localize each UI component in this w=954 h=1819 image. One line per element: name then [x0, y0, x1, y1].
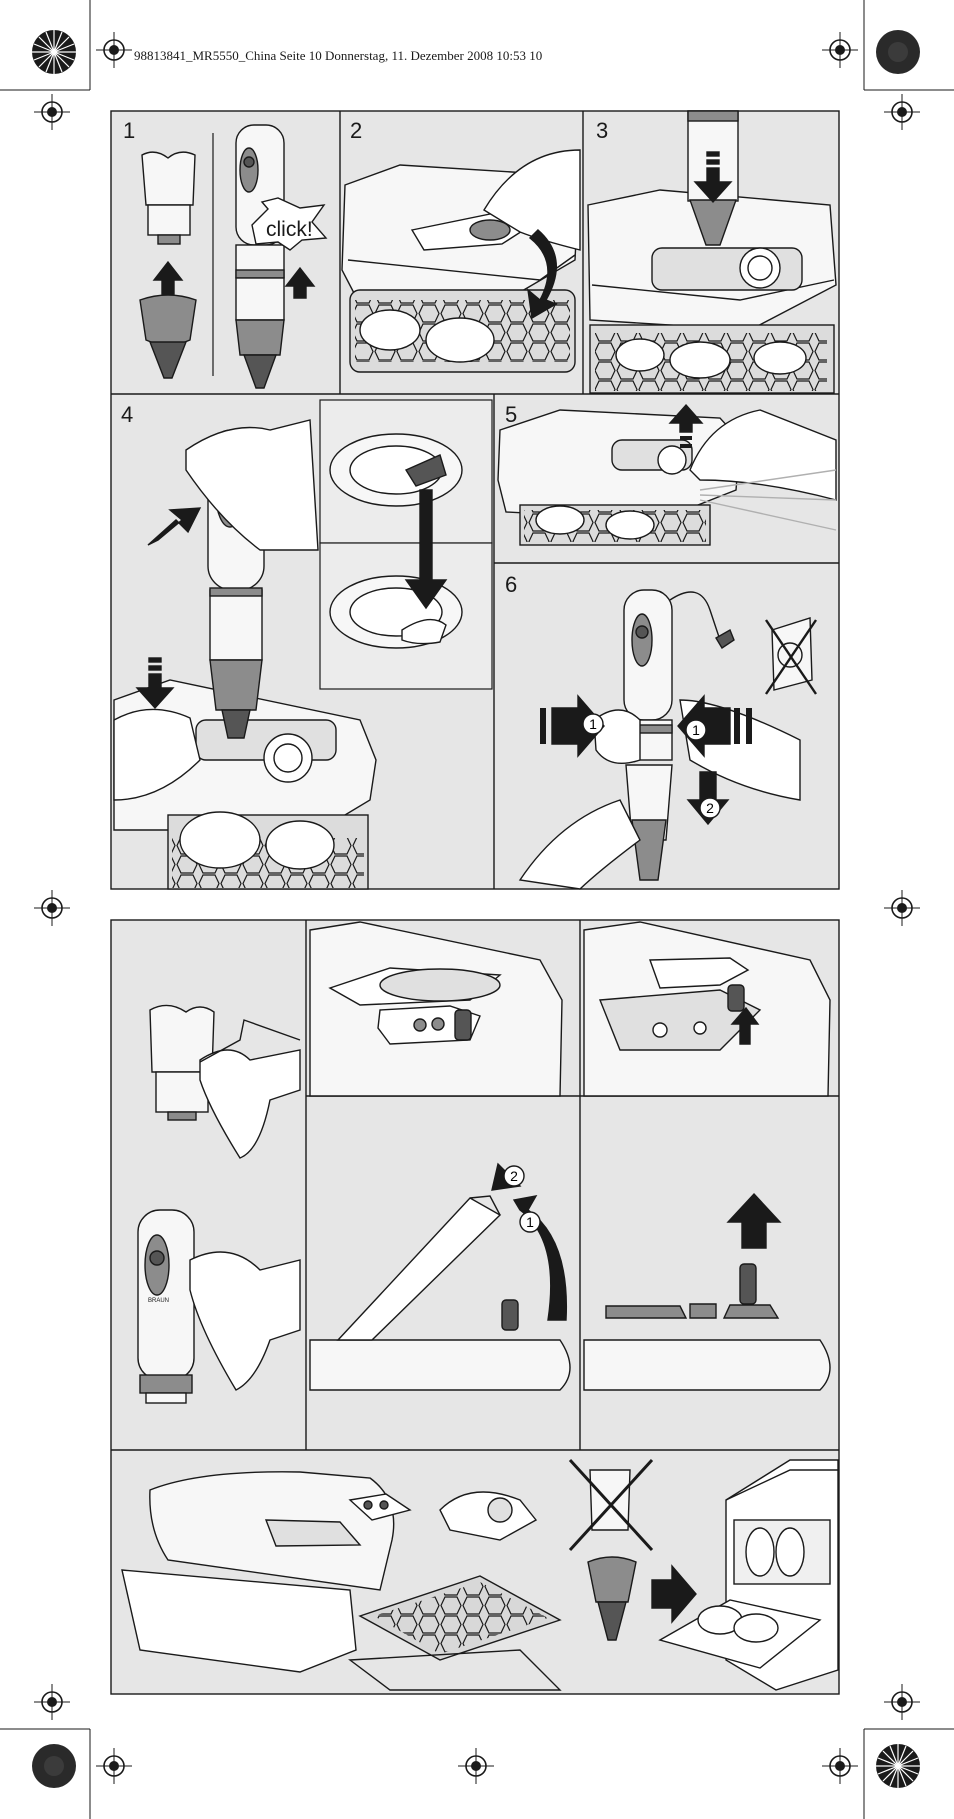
step-6-illustration	[518, 589, 817, 890]
up-arrow-icon	[726, 1192, 782, 1249]
step-4-illustration	[113, 399, 493, 890]
up-arrow-icon	[730, 1006, 760, 1045]
print-slug-header: 98813841_MR5550_China Seite 10 Donnersta…	[134, 48, 543, 63]
curved-arrow-icon	[512, 1195, 568, 1321]
brand-mark: BRAUN	[148, 1298, 169, 1304]
right-arrow-icon	[540, 694, 605, 758]
marker-two: 2	[510, 1168, 518, 1184]
marker-one: 1	[589, 716, 597, 732]
click-callout: click!	[266, 218, 313, 241]
up-arrow-icon	[284, 266, 316, 299]
valve-lift-illustration	[583, 921, 831, 1097]
dishwasher-parts-illustration	[121, 1458, 839, 1691]
valve-removal-illustration	[309, 921, 563, 1097]
up-arrow-icon	[152, 260, 184, 295]
marker-two: 2	[706, 800, 714, 816]
step-2-number: 2	[350, 118, 362, 143]
down-arrow-icon	[404, 489, 448, 610]
radial-color-target-icon	[32, 30, 920, 1788]
curved-arrow-icon	[527, 229, 558, 320]
marker-one: 1	[526, 1214, 534, 1230]
lid-flap-illustration	[309, 1162, 571, 1391]
parts-separated-illustration	[583, 1192, 831, 1391]
marker-one: 1	[692, 722, 700, 738]
prohibited-icon	[568, 1458, 654, 1552]
cleaning-motor-illustration	[137, 1209, 301, 1404]
up-arrow-icon	[668, 403, 704, 448]
step-6-number: 6	[505, 572, 517, 597]
step-4-number: 4	[121, 402, 133, 427]
step-3-number: 3	[596, 118, 608, 143]
step-1-number: 1	[123, 118, 135, 143]
step-3-illustration	[587, 110, 837, 394]
step-5-illustration	[497, 403, 837, 546]
step-6-markers	[582, 713, 721, 819]
prohibited-icon	[765, 617, 817, 695]
step-2-illustration	[341, 149, 581, 373]
step-5-number: 5	[505, 402, 517, 427]
cleaning-shaft-illustration	[149, 1004, 301, 1159]
right-arrow-icon	[651, 1564, 697, 1624]
step-1-illustration	[139, 124, 328, 389]
lid-flap-markers	[503, 1165, 541, 1233]
